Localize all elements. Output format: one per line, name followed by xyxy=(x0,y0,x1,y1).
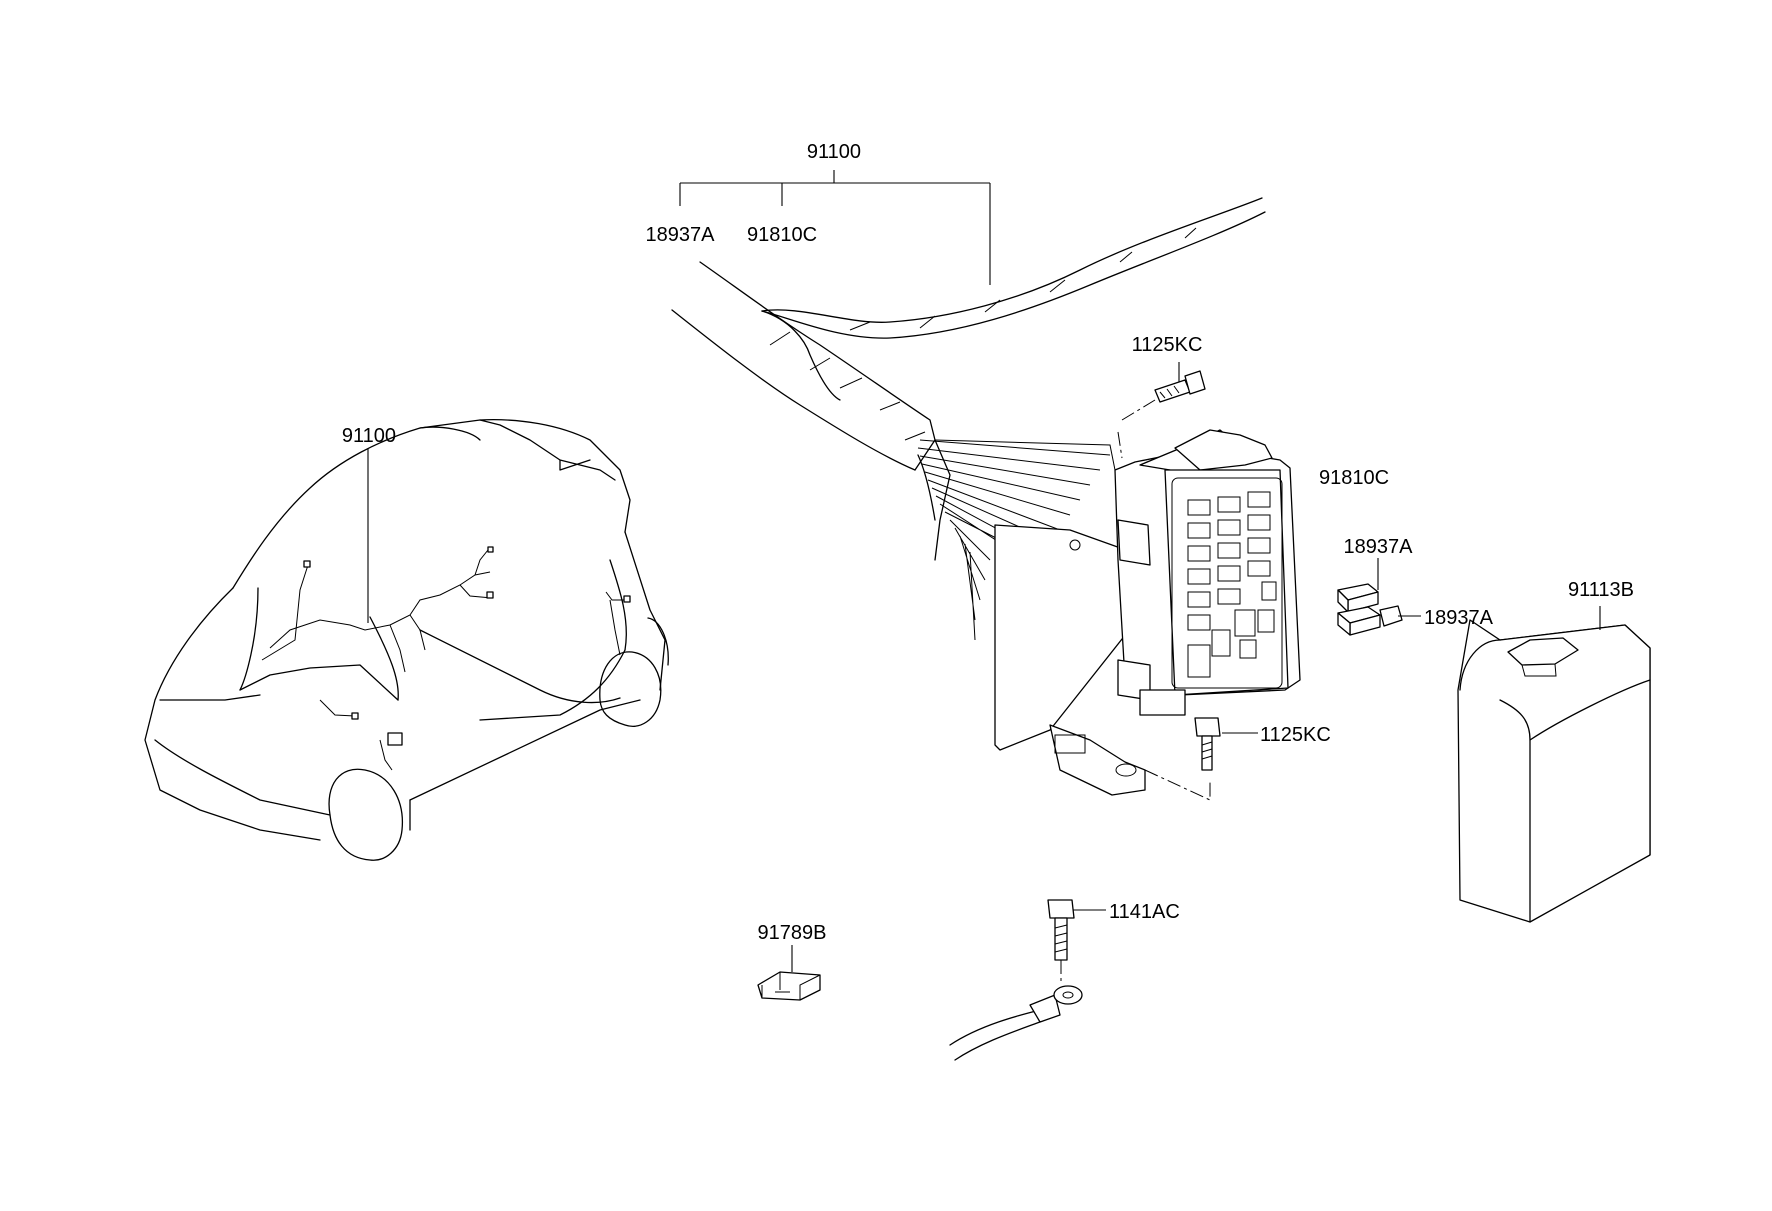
label-fuse-a: 18937A xyxy=(1344,536,1414,558)
junction-box xyxy=(1114,429,1301,716)
callout-labels: 91100 18937A 91810C 1125KC 91810C 18937A… xyxy=(342,141,1634,944)
lower-bolt xyxy=(1194,717,1221,771)
label-bolt-upper: 1125KC xyxy=(1132,334,1203,356)
label-connector: 91789B xyxy=(758,922,827,944)
label-harness-top: 91100 xyxy=(807,141,861,163)
junction-box-cover xyxy=(1457,619,1651,923)
label-bolt-lower: 1125KC xyxy=(1260,724,1331,746)
harness-top-bracket xyxy=(679,170,991,285)
upper-bolt-dash xyxy=(1117,399,1156,459)
label-junction-box: 91810C xyxy=(1319,467,1389,489)
connector-91789b xyxy=(757,971,821,1001)
ground-bolt xyxy=(1047,899,1075,961)
upper-bolt xyxy=(1154,370,1206,403)
wire-harness xyxy=(671,197,1266,641)
label-harness-top-sub-b: 91810C xyxy=(747,224,817,246)
ground-cable xyxy=(949,960,1083,1061)
junction-bracket xyxy=(994,524,1146,796)
label-fuse-b: 18937A xyxy=(1424,607,1494,629)
lower-bolt-dash xyxy=(1144,769,1211,801)
label-vehicle-harness: 91100 xyxy=(342,425,396,447)
mini-fuses xyxy=(1337,583,1403,636)
fuse-slots xyxy=(1187,491,1277,678)
label-ground-bolt: 1141AC xyxy=(1109,901,1180,923)
label-cover: 91113B xyxy=(1568,579,1634,601)
label-harness-top-sub-a: 18937A xyxy=(646,224,716,246)
vehicle-illustration xyxy=(144,419,669,861)
